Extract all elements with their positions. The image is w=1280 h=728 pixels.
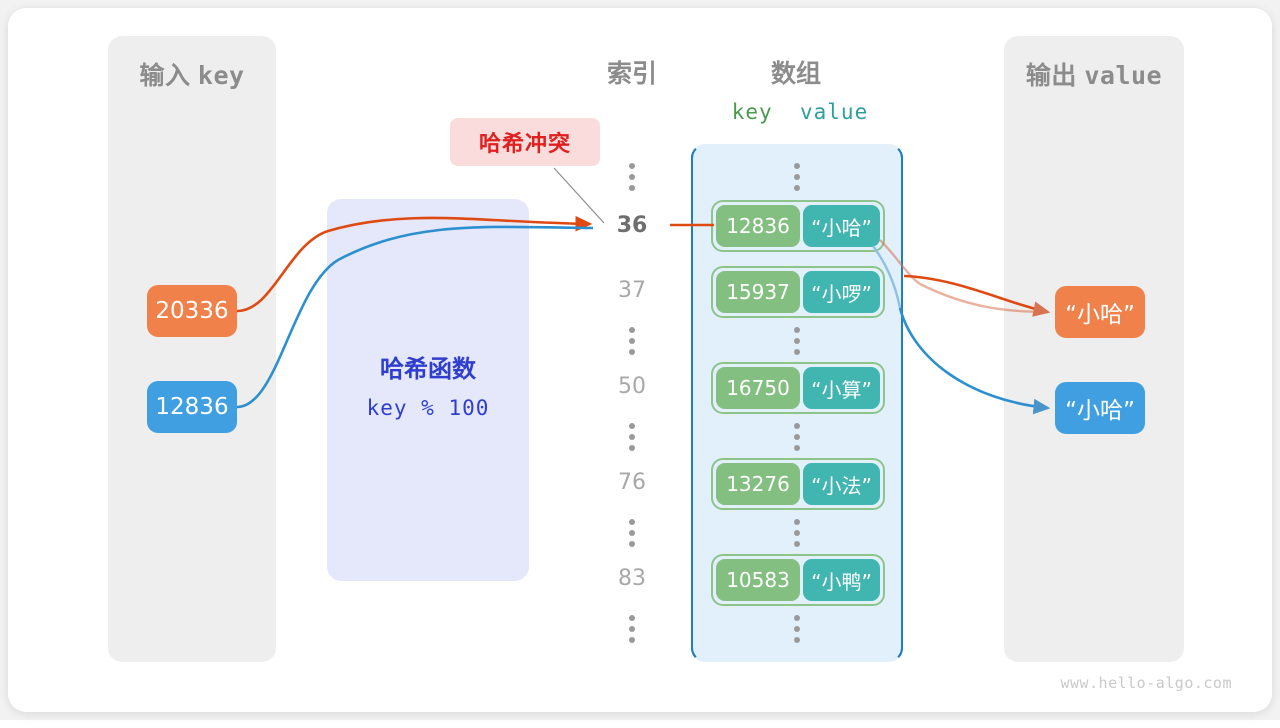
output-value-label: “小哈” [1065,302,1135,328]
output-panel-title-cn: 输出 [1025,62,1077,90]
input-panel-title-mono: key [197,61,245,90]
entry-value-cell: “小哈” [803,205,880,247]
entry-key-cell: 16750 [716,367,800,409]
index-label-36: 36 [616,213,648,238]
entry-value-cell: “小啰” [803,271,880,313]
entry-value-cell: “小法” [803,463,880,505]
input-panel-title-cn: 输入 [139,62,191,90]
input-key-box-12836[interactable]: 12836 [147,381,237,433]
index-column-title: 索引 [606,60,657,88]
input-key-box-20336[interactable]: 20336 [147,285,237,337]
output-panel-title-mono: value [1084,61,1163,90]
entry-key-cell: 10583 [716,559,800,601]
entry-key-cell: 12836 [716,205,800,247]
key-value-header: key value [696,100,904,124]
diagram-card: 输入 key 20336 12836 哈希函数 key % 100 哈希冲突 索… [8,8,1272,712]
entry-value-cell: “小算” [803,367,880,409]
index-label-83: 83 [618,566,646,591]
table-row[interactable]: 16750 “小算” [711,362,885,414]
value-header-label: value [800,100,869,124]
index-ellipsis-3 [628,519,636,547]
table-row[interactable]: 15937 “小啰” [711,266,885,318]
index-label-76: 76 [618,470,646,495]
input-key-label: 12836 [155,394,229,420]
index-ellipsis-bottom [628,615,636,643]
input-key-panel: 输入 key [108,36,276,662]
input-key-label: 20336 [155,298,229,324]
table-row[interactable]: 12836 “小哈” [711,200,885,252]
output-value-panel: 输出 value [1004,36,1184,662]
array-ellipsis-2 [793,423,801,451]
watermark: www.hello-algo.com [1060,674,1232,692]
key-header-label: key [731,100,773,124]
array-ellipsis-1 [793,327,801,355]
hash-function-title: 哈希函数 [380,356,476,383]
array-ellipsis-bottom [793,615,801,643]
hash-collision-badge: 哈希冲突 [450,118,600,166]
output-value-box-orange[interactable]: “小哈” [1055,286,1145,338]
index-label-50: 50 [618,374,646,399]
table-row[interactable]: 10583 “小鸭” [711,554,885,606]
index-ellipsis-top [628,163,636,191]
array-column-title: 数组 [770,60,821,88]
hash-function-box: 哈希函数 key % 100 [327,199,529,581]
array-ellipsis-3 [793,519,801,547]
output-value-box-blue[interactable]: “小哈” [1055,382,1145,434]
index-ellipsis-2 [628,423,636,451]
entry-value-cell: “小鸭” [803,559,880,601]
table-row[interactable]: 13276 “小法” [711,458,885,510]
input-panel-title: 输入 key [108,56,276,92]
index-ellipsis-1 [628,327,636,355]
array-ellipsis-top [793,163,801,191]
entry-key-cell: 13276 [716,463,800,505]
hash-collision-label: 哈希冲突 [478,131,571,156]
output-value-label: “小哈” [1065,398,1135,424]
index-label-37: 37 [618,278,646,303]
entry-key-cell: 15937 [716,271,800,313]
hash-function-expression: key % 100 [366,396,490,420]
output-panel-title: 输出 value [1004,56,1184,92]
